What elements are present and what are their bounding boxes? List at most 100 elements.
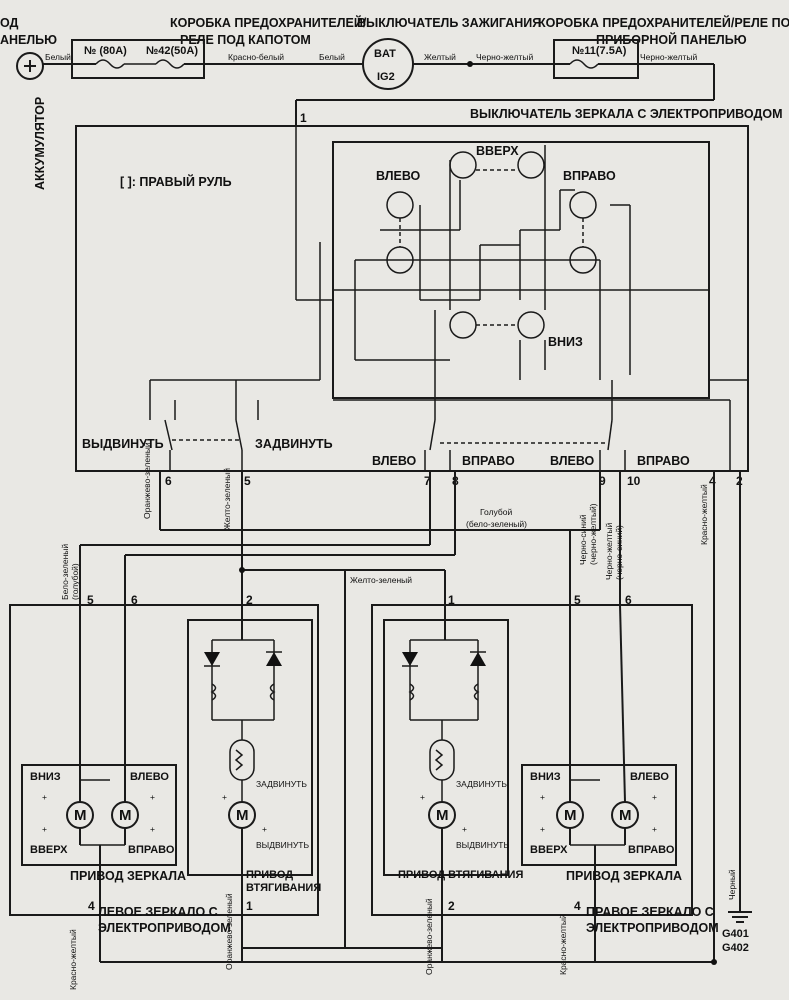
left-leftright-motor-label: M [119, 807, 132, 824]
right-pin-4: 4 [574, 899, 581, 913]
hood-fusebox-label-top: КОРОБКА ПРЕДОХРАНИТЕЛЕЙ/ [170, 15, 367, 30]
right-retract-drive-label: ПРИВОД ВТЯГИВАНИЯ [398, 869, 523, 881]
wire-yellow-green-2: Желто-зеленый [350, 575, 412, 585]
right-mirror-label-bottom: ЭЛЕКТРОПРИВОДОМ [586, 921, 719, 935]
left-pin-6: 6 [131, 593, 138, 607]
right-up-label: ВВЕРХ [530, 844, 568, 856]
left-plus-3: + [150, 792, 155, 802]
wire-blue-paren: (голубой) [70, 563, 80, 600]
right-thermistor-icon [429, 739, 455, 781]
left-retract-plus-1: + [222, 792, 227, 802]
right-plus-4: + [652, 824, 657, 834]
fuse-11-icon [569, 59, 599, 69]
dash-fusebox [553, 39, 639, 79]
wire-black-yellow-paren: (черно-желтый) [588, 503, 598, 565]
wire-black-yellow-2: Черно-желтый [640, 52, 697, 62]
mirror-switch-label: ВЫКЛЮЧАТЕЛЬ ЗЕРКАЛА С ЭЛЕКТРОПРИВОДОМ [470, 107, 782, 121]
wire-white-green-paren: (бело-зеленый) [466, 519, 527, 529]
right-retract-motor-label: M [436, 807, 449, 824]
left-retract-plus-2: + [262, 824, 267, 834]
left-plus-4: + [150, 824, 155, 834]
right-down-label: ВНИЗ [530, 771, 561, 783]
power-feed: ОД АНЕЛЬЮ КОРОБКА ПРЕДОХРАНИТЕЛЕЙ/ РЕЛЕ … [0, 15, 789, 190]
dash-fusebox-label-bottom: ПРИБОРНОЙ ПАНЕЛЬЮ [596, 32, 747, 47]
right-left-label: ВЛЕВО [630, 771, 669, 783]
left-mirror-drive-label: ПРИВОД ЗЕРКАЛА [70, 869, 186, 883]
left-retract-motor-label: M [236, 807, 249, 824]
right-limit-switch-1-icon [408, 683, 415, 701]
right-mirror-drive-label: ПРИВОД ЗЕРКАЛА [566, 869, 682, 883]
right-updown-motor-label: M [564, 807, 577, 824]
right-mirror-drive-box [521, 764, 677, 866]
down-contact-right-icon [517, 311, 545, 339]
left-mirror-label-top: ЛЕВОЕ ЗЕРКАЛО С [98, 905, 218, 919]
left-limit-switch-1-icon [210, 683, 217, 701]
right-diode-2-icon [470, 652, 486, 666]
switch-up-label: ВВЕРХ [476, 144, 519, 158]
right-extend-label: ВЫДВИНУТЬ [456, 840, 509, 850]
switch-pin-5: 5 [244, 474, 251, 488]
bat-label: BAT [374, 48, 396, 60]
dash-fusebox-label-top: КОРОБКА ПРЕДОХРАНИТЕЛЕЙ/РЕЛЕ ПОД [538, 15, 789, 30]
mirror-switch-box [75, 125, 749, 472]
left-thermistor-icon [229, 739, 255, 781]
wire-red-yellow-2: Красно-желтый [68, 929, 78, 990]
hood-fusebox-label-bottom: РЕЛЕ ПОД КАПОТОМ [180, 33, 311, 47]
left-limit-switch-2-icon [269, 683, 276, 701]
right-diode-1-icon [402, 652, 418, 666]
fuse-11-label: №11(7.5A) [572, 45, 627, 57]
wire-black-yellow-1: Черно-желтый [476, 52, 533, 62]
mirror-selector-switch [424, 380, 626, 470]
right-retract-drive-box [383, 619, 509, 876]
wire-orange-green-2: Оранжево-зеленый [224, 893, 234, 970]
edge-fragment-bottom: АНЕЛЬЮ [0, 33, 57, 47]
left-pin-2: 2 [246, 593, 253, 607]
right-pin-5: 5 [574, 593, 581, 607]
left-left-label: ВЛЕВО [130, 771, 169, 783]
left-plus-1: + [42, 792, 47, 802]
battery-label: АККУМУЛЯТОР [33, 97, 47, 190]
left-extend-label: ВЫДВИНУТЬ [256, 840, 309, 850]
switch-pin-9: 9 [599, 474, 606, 488]
left-retract-drive-box [187, 619, 313, 876]
ground-g402: G402 [722, 942, 749, 954]
left-up-label: ВВЕРХ [30, 844, 68, 856]
wire-black-yellow-3: Черно-желтый [604, 523, 614, 580]
left-mirror-label-bottom: ЭЛЕКТРОПРИВОДОМ [98, 921, 231, 935]
wire-white-2: Белый [319, 52, 345, 62]
right-plus-3: + [652, 792, 657, 802]
up-contact-right-icon [517, 151, 545, 179]
ignition-switch-label: ВЫКЛЮЧАТЕЛЬ ЗАЖИГАНИЯ [357, 16, 541, 30]
fuse-80a-icon [95, 59, 125, 69]
left-diode-1-icon [204, 652, 220, 666]
right-pin-1: 1 [448, 593, 455, 607]
ground-g401: G401 [722, 928, 749, 940]
right-retract-plus-2: + [462, 824, 467, 834]
right-pin-6: 6 [625, 593, 632, 607]
right-hand-note: [ ]: ПРАВЫЙ РУЛЬ [120, 174, 232, 189]
left-pin-5: 5 [87, 593, 94, 607]
left-mirror: 5 6 2 ВНИЗ ВЛЕВО ВВЕРХ ВПРАВО M M + + + … [9, 593, 321, 990]
battery-icon [16, 52, 44, 80]
wire-black: Черный [727, 869, 737, 900]
wire-yellow-green-1: Желто-зеленый [222, 468, 232, 530]
wire-orange-green-1a: Оранжево-зеленый [142, 442, 152, 519]
selector-left-label-2: ВЛЕВО [550, 454, 595, 468]
right-retract-label: ЗАДВИНУТЬ [456, 779, 507, 789]
down-contact-left-icon [449, 311, 477, 339]
up-contact-left-icon [449, 151, 477, 179]
right-retract-plus-1: + [420, 792, 425, 802]
wire-red-yellow-3: Красно-желтый [558, 914, 568, 975]
selector-right-label-1: ВПРАВО [462, 454, 515, 468]
extend-retract-switch [149, 400, 259, 470]
right-plus-1: + [540, 792, 545, 802]
wire-white-green: Бело-зеленый [60, 544, 70, 600]
wire-red-white: Красно-белый [228, 52, 284, 62]
selector-right-label-2: ВПРАВО [637, 454, 690, 468]
edge-fragment-top: ОД [0, 16, 19, 30]
switch-pin-10: 10 [627, 474, 641, 488]
right-plus-2: + [540, 824, 545, 834]
switch-pin-4: 4 [709, 474, 716, 488]
right-mirror-box [371, 604, 693, 916]
right-mirror-label-top: ПРАВОЕ ЗЕРКАЛО С [586, 905, 714, 919]
